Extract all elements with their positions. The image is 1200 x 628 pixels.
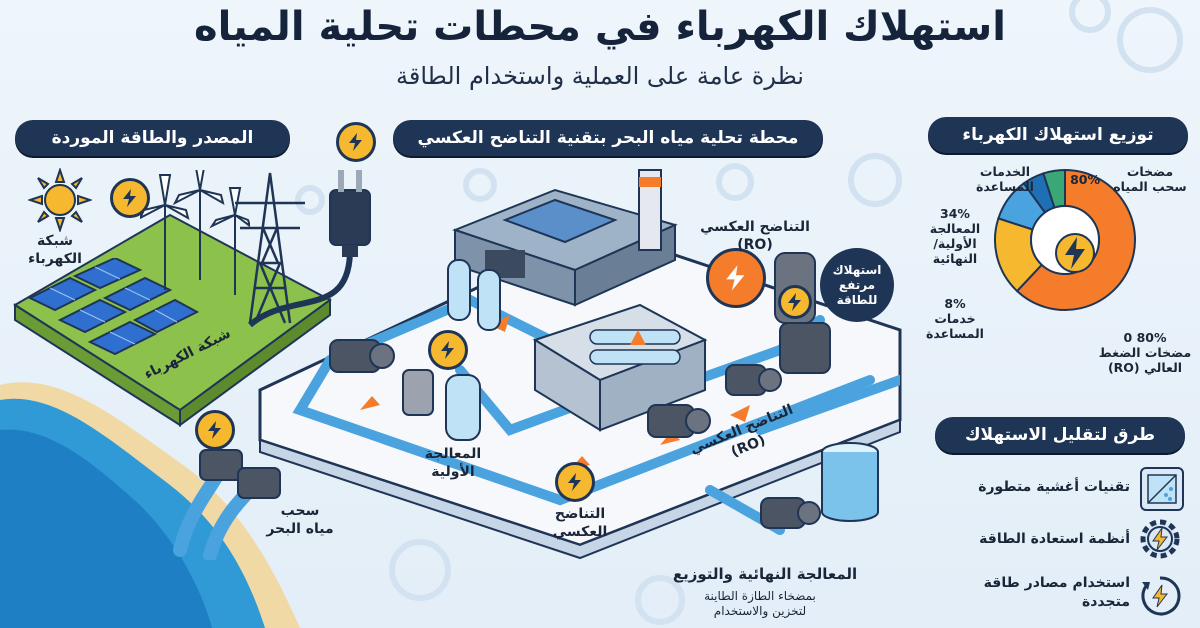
gear-bolt-icon [1138,517,1182,565]
page-title: استهلاك الكهرباء في محطات تحلية المياه [194,4,1006,50]
methods-section-pill: طرق لتقليل الاستهلاك [935,417,1185,453]
pretreat-filter-icon [402,369,434,416]
intake-bolt-badge-icon [195,410,235,450]
method-membrane-label: تقنيات أغشية متطورة [978,479,1130,495]
sun-icon [28,168,92,232]
grid-label-sun: شبكة الكهرباء [28,233,82,267]
plant-section-pill: محطة تحلية مياه البحر بتقنية التناضح الع… [393,120,823,156]
pump-bolt-badge-icon [778,285,812,319]
source-section-pill: المصدر والطاقة الموردة [15,120,290,156]
power-pylon-icon [235,172,305,324]
plug-bolt-badge-icon [336,122,376,162]
distribution-section-pill: توزيع استهلاك الكهرباء [928,117,1188,153]
pretreat-tank-icon [445,374,481,441]
legend-services-top: الخدمات المساعدة [976,164,1034,194]
intake-label: سحب مياه البحر [266,503,334,537]
pie-center-bolt-icon [1055,233,1095,273]
intake-pumps-icon [173,449,281,560]
method-energy-recovery-label: أنظمة استعادة الطاقة [979,531,1130,547]
energy-recovery-pump-icon [725,364,782,396]
pretreatment-label: المعالجة الأولية [424,446,482,480]
final-treatment-label: المعالجة النهائية والتوزيع [672,565,858,583]
solar-panels-icon [27,258,200,356]
ro-bolt-badge-icon [555,462,595,502]
high-energy-bubble: استهلاك مرتفع للطاقة [820,248,894,322]
product-water-tank-icon [821,442,879,522]
final-treatment-sub: بمضخاء الطازة الطاينة لتخزين والاستخدام [704,589,816,618]
ro-top-label: التناضح العكسي (RO) [700,219,810,253]
legend-hp-pumps: 80% 0 مضخات الضغط العالي (RO) [1098,330,1192,375]
legend-intake-label: مضخات سحب المياه [1113,164,1187,194]
legend-aux-services: 8% خدمات المساعدة [926,296,984,341]
legend-intake-pct: 80% [1070,172,1100,187]
wind-turbines-icon [140,170,250,295]
feed-pump-icon [329,339,395,373]
high-energy-bolt-icon [706,248,766,308]
ro-membrane-skid-icon [532,303,708,432]
distribution-pump-icon [760,497,821,529]
storage-tanks-icon [447,259,501,331]
pretreat-bolt-badge-icon [428,330,468,370]
renewable-bolt-icon [1138,574,1182,622]
method-renewable-label: استخدام مصادر طاقة متجددة [983,575,1130,610]
hp-pump-icon [647,404,711,438]
chimney-icon [638,169,662,251]
ro-mid-label: التناضح العكسي [552,506,608,540]
power-plug-icon [248,170,371,328]
membrane-icon [1140,467,1184,511]
legend-pretreatment: 34% المعالجة الأولية/ النهائية [929,206,981,266]
page-subtitle: نظرة عامة على العملية واستخدام الطاقة [396,62,804,90]
